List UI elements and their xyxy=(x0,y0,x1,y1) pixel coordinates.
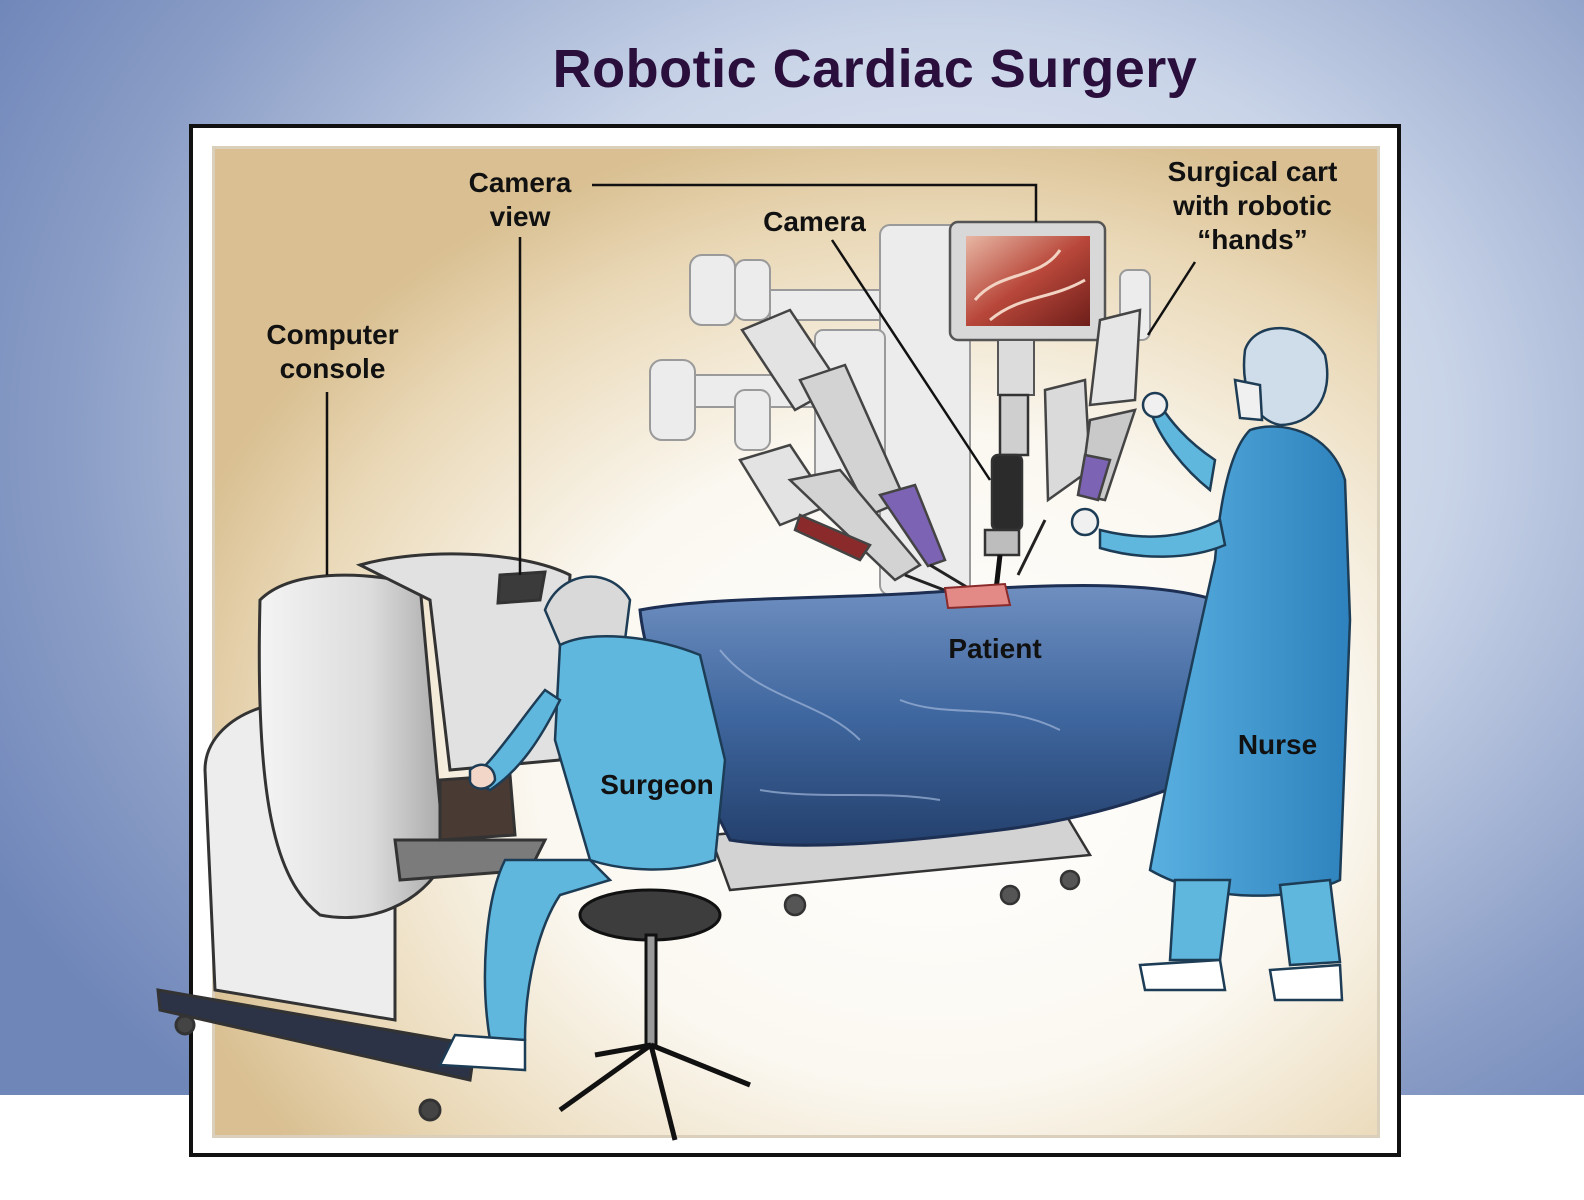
label-camera: Camera xyxy=(763,206,866,237)
right-robotic-arms xyxy=(1016,308,1142,576)
surgeon-stool xyxy=(558,888,751,1141)
camera-arm xyxy=(983,393,1030,591)
computer-console xyxy=(156,552,572,1122)
label-computer-console: Computer console xyxy=(266,319,399,384)
camera-leader-line xyxy=(830,239,992,481)
camera-view-leader-line xyxy=(592,183,1038,222)
label-nurse: Nurse xyxy=(1237,729,1318,760)
page-title: Robotic Cardiac Surgery xyxy=(552,39,1198,99)
label-camera-view: Camera view xyxy=(468,167,572,232)
surgeon-figure xyxy=(438,575,727,1072)
patient-drape xyxy=(638,582,1217,847)
surgical-cart-leader-line xyxy=(1146,261,1197,336)
label-patient: Patient xyxy=(948,633,1042,664)
left-robotic-arms xyxy=(738,308,976,600)
nurse-figure xyxy=(1070,326,1352,1002)
label-surgeon: Surgeon xyxy=(600,769,714,800)
callout-lines xyxy=(325,183,1197,575)
camera-view-monitor xyxy=(948,220,1107,396)
label-surgical-cart: Surgical cart with robotic “hands” xyxy=(1167,156,1338,255)
